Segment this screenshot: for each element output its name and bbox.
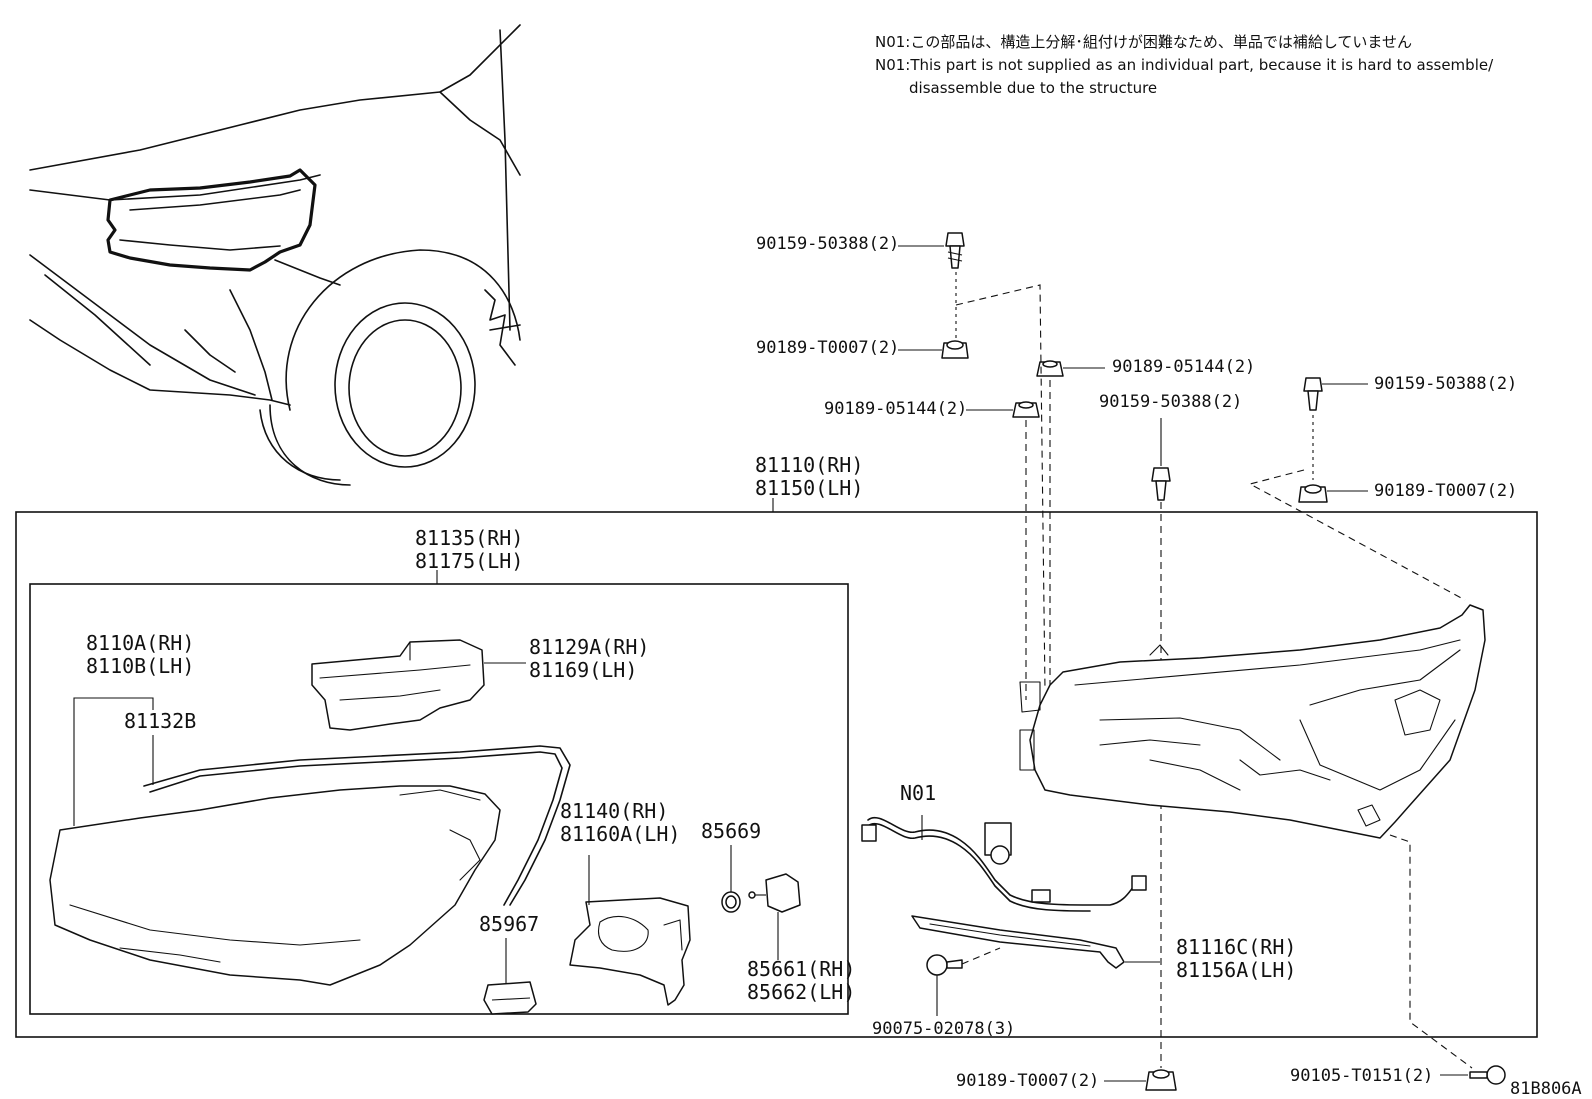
headlamp-assembly bbox=[1019, 604, 1486, 839]
label-trim-lh: 81156A(LH) bbox=[1176, 958, 1296, 982]
label-assy-rh: 81110(RH) bbox=[755, 453, 863, 477]
assembly-boundary bbox=[15, 511, 1538, 1038]
note-japanese: N01:この部品は、構造上分解･組付けが困難なため、単品では補給していません bbox=[875, 33, 1412, 51]
label-bolt-center: 90159-50388(2) bbox=[1099, 392, 1242, 412]
label-bolt-top-left: 90159-50388(2) bbox=[756, 234, 899, 254]
label-nut-center-b: 90189-05144(2) bbox=[824, 399, 967, 419]
label-lens-rh: 8110A(RH) bbox=[86, 631, 194, 655]
clip-90189-top-left bbox=[941, 340, 969, 359]
label-trim-rh: 81116C(RH) bbox=[1176, 935, 1296, 959]
trim-strip bbox=[911, 915, 1125, 969]
unit-boundary bbox=[29, 583, 849, 1015]
label-lamp-lh: 81160A(LH) bbox=[560, 822, 680, 846]
label-socket-lh: 85662(LH) bbox=[747, 980, 855, 1004]
label-screw: 90075-02078(3) bbox=[872, 1019, 1015, 1039]
label-bracket-rh: 81129A(RH) bbox=[529, 635, 649, 659]
label-nut-center-a: 90189-05144(2) bbox=[1112, 357, 1255, 377]
diagram-code: 81B806A bbox=[1510, 1079, 1582, 1099]
bolt-90159-center bbox=[1151, 467, 1171, 501]
label-module: 85967 bbox=[479, 912, 539, 936]
headlamp-lens bbox=[49, 785, 501, 986]
label-bolt-right: 90159-50388(2) bbox=[1374, 374, 1517, 394]
bolt-90159-top-left bbox=[945, 232, 965, 269]
label-bracket-lh: 81169(LH) bbox=[529, 658, 637, 682]
label-clip-top-left: 90189-T0007(2) bbox=[756, 338, 899, 358]
clip-90189-bottom bbox=[1145, 1069, 1177, 1091]
wire-harness-N01 bbox=[861, 816, 1147, 912]
label-assy-lh: 81150(LH) bbox=[755, 476, 863, 500]
vehicle-location-sketch bbox=[29, 24, 521, 486]
bolt-90159-right bbox=[1303, 377, 1323, 411]
note-english-1: N01:This part is not supplied as an indi… bbox=[875, 56, 1494, 74]
label-lens-lh: 8110B(LH) bbox=[86, 654, 194, 678]
lens-gasket bbox=[143, 745, 571, 906]
label-bolt-bottom: 90105-T0151(2) bbox=[1290, 1066, 1433, 1086]
label-gasket: 81132B bbox=[124, 709, 196, 733]
label-clip-right: 90189-T0007(2) bbox=[1374, 481, 1517, 501]
note-english-2: disassemble due to the structure bbox=[909, 79, 1157, 97]
lamp-bracket bbox=[311, 639, 485, 731]
label-lamp-rh: 81140(RH) bbox=[560, 799, 668, 823]
label-unit-lh: 81175(LH) bbox=[415, 549, 523, 573]
lamp-module bbox=[569, 897, 691, 1006]
label-oring: 85669 bbox=[701, 819, 761, 843]
nut-90189-05144-a bbox=[1036, 360, 1064, 377]
clip-90189-right bbox=[1298, 484, 1328, 503]
bolt-90105-bottom bbox=[1469, 1065, 1506, 1085]
nut-90189-05144-b bbox=[1012, 401, 1040, 418]
label-clip-bottom: 90189-T0007(2) bbox=[956, 1071, 1099, 1091]
screw-90075 bbox=[926, 947, 1001, 976]
label-unit-rh: 81135(RH) bbox=[415, 526, 523, 550]
bulb-socket bbox=[748, 873, 801, 913]
label-harness: N01 bbox=[900, 781, 936, 805]
label-socket-rh: 85661(RH) bbox=[747, 957, 855, 981]
control-module bbox=[483, 981, 537, 1015]
